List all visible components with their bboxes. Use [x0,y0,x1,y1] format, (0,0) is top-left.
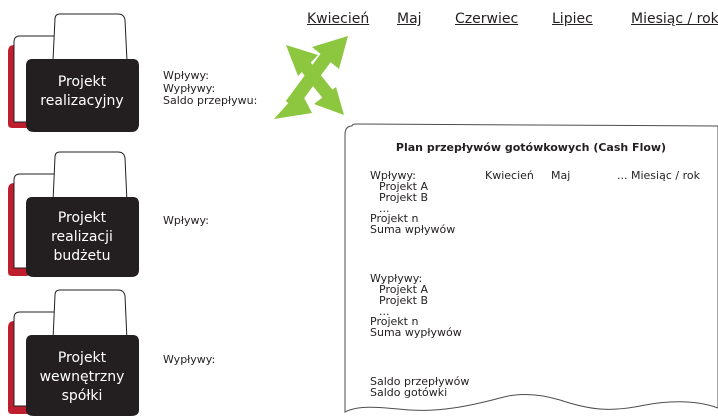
cashflow-row-label: Projekt A [379,180,428,194]
project-folder-budzet[interactable]: Projekt realizacji budżetu [0,150,160,280]
folder-label-line: wewnętrzny [39,369,125,385]
folder-label-line: realizacji [51,229,113,245]
folder-label-line: budżetu [53,248,111,264]
folder-icon [8,151,139,277]
cashflow-inflows-header: Wpływy: [370,169,416,182]
cashflow-column-header: Kwiecień [485,169,534,182]
cashflow-outflows-block: Wypływy: Projekt A Projekt B ... Projekt… [370,273,462,338]
folder-label: Projekt realizacyjny [25,73,139,111]
cashflow-column-header: ... Miesiąc / rok [617,169,700,182]
folder-label-line: Projekt [57,74,107,90]
folder-label-line: Projekt [57,350,107,366]
cashflow-row-label: Projekt n [370,211,419,225]
cashflow-title: Plan przepływów gotówkowych (Cash Flow) [395,141,667,154]
cashflow-balance-block: Saldo przepływów Saldo gotówki [370,375,470,400]
flow-label-inflows: Wpływy: [163,214,209,227]
month-link-miesiac-rok[interactable]: Miesiąc / rok [631,11,718,27]
folder-label: Projekt realizacji budżetu [25,209,139,266]
folder-icon [8,289,139,416]
project-flow-labels: Wpływy: [163,214,209,228]
month-link-czerwiec[interactable]: Czerwiec [455,11,519,27]
project-flow-labels: Wpływy: Wypływy: Saldo przepływu: [163,69,258,108]
cashflow-row-ellipsis: ... [379,201,390,215]
cashflow-row-label: Projekt n [370,314,419,328]
cashflow-column-header: Maj [551,169,571,182]
project-flow-labels: Wypływy: [163,353,216,367]
flow-label-outflows: Wypływy: [163,81,216,95]
cashflow-row-ellipsis: ... [379,304,390,318]
folder-label-line: realizacyjny [40,93,124,109]
cashflow-outflows-header: Wypływy: [370,272,423,285]
double-arrow-shape [274,36,348,119]
folder-label-line: Projekt [57,210,107,226]
cashflow-row-label: Projekt B [379,191,429,205]
cashflow-inflows-sum: Suma wpływów [370,222,456,236]
cashflow-row-label: Projekt A [379,283,428,297]
cashflow-outflows-sum: Suma wypływów [370,325,462,339]
cashflow-row-label: Projekt B [379,294,429,308]
month-link-maj[interactable]: Maj [397,11,422,27]
cashflow-inflows-block: Wpływy: Projekt A Projekt B ... Projekt … [370,170,455,235]
cashflow-balance-flow: Saldo przepływów [370,375,470,388]
folder-icon [8,13,139,132]
flow-label-outflows: Wypływy: [163,353,216,366]
flow-label-inflows: Wpływy: [163,69,209,82]
project-folder-realizacyjny[interactable]: Projekt realizacyjny [0,12,160,142]
month-link-kwiecien[interactable]: Kwiecień [307,11,370,27]
month-link-lipiec[interactable]: Lipiec [552,11,593,27]
folder-label-line: spółki [61,388,103,404]
flow-label-balance: Saldo przepływu: [163,94,258,107]
cashflow-balance-cash: Saldo gotówki [370,386,448,400]
project-folder-wewnetrzny[interactable]: Projekt wewnętrzny spółki [0,288,160,418]
folder-label: Projekt wewnętrzny spółki [25,349,139,406]
